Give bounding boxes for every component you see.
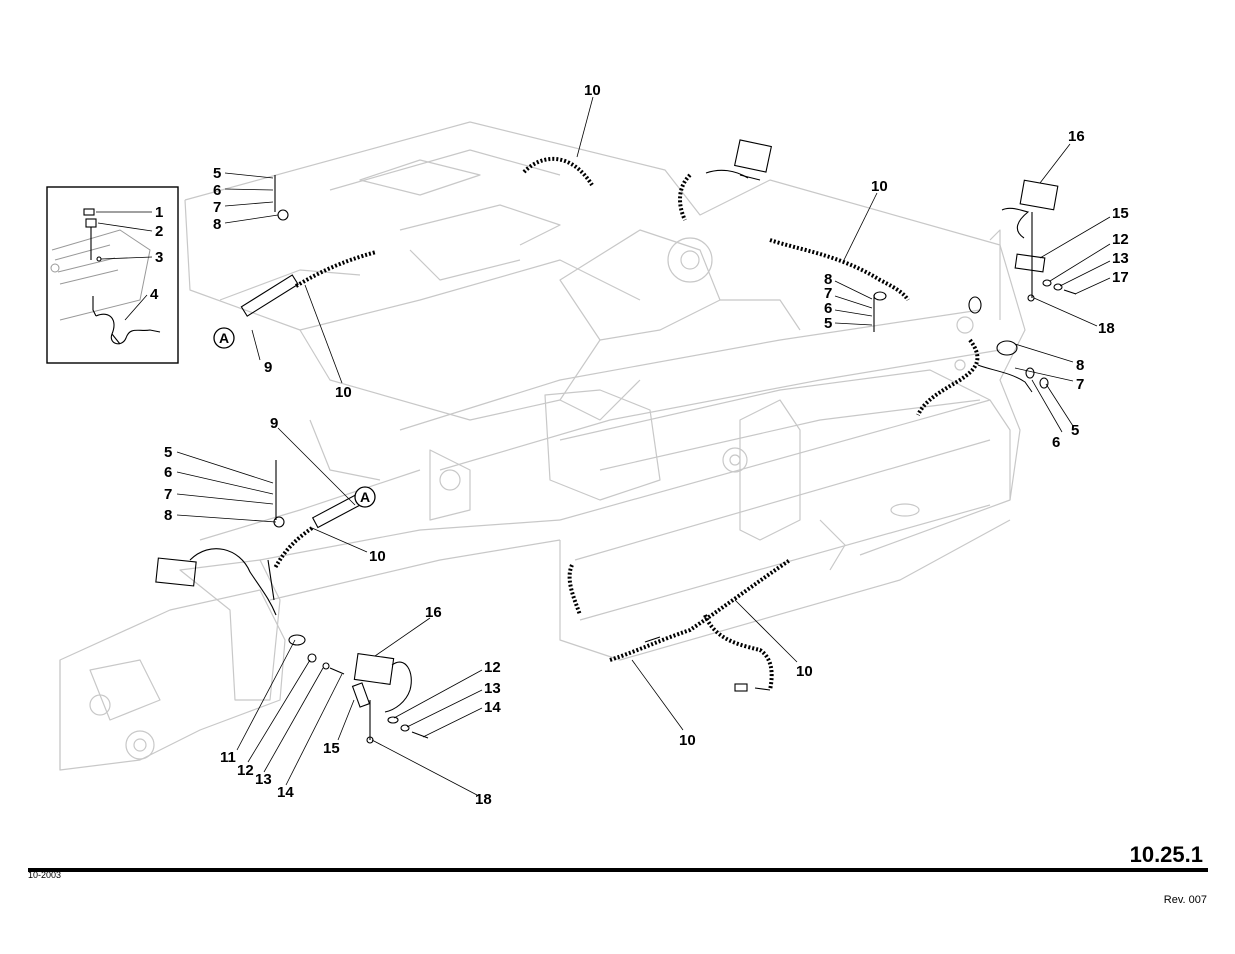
- top-right-assembly: 16 15 12 13 17 18 8 7 6 5: [916, 128, 1129, 451]
- callout-ll-6: 6: [164, 464, 172, 481]
- revision-label: Rev. 007: [1163, 894, 1207, 906]
- callout-2: 2: [155, 223, 163, 240]
- callout-1: 1: [155, 204, 163, 221]
- callout-tl-6: 6: [213, 182, 221, 199]
- bottom-light-assembly: 16 12 13 14 11 12 13 14 15 18: [220, 604, 501, 808]
- callout-bl-11: 11: [220, 749, 236, 766]
- callout-tr-18: 18: [1098, 320, 1115, 337]
- callout-top-10: 10: [584, 82, 601, 99]
- callout-tl-8: 8: [213, 216, 221, 233]
- machine-frame-outline: [59, 121, 1026, 771]
- callout-bl-15: 15: [323, 740, 340, 757]
- callout-tl-9: 9: [264, 359, 272, 376]
- detail-marker-a-bottom: A: [360, 489, 370, 505]
- callout-bl-14: 14: [484, 699, 501, 716]
- callout-ll-9: 9: [270, 415, 278, 432]
- callout-mid-8: 8: [824, 271, 832, 288]
- page-number: 10.25.1: [1129, 842, 1203, 867]
- callout-r-8: 8: [1076, 357, 1084, 374]
- callout-tr-12: 12: [1112, 231, 1129, 248]
- callout-bl-13b: 13: [255, 771, 272, 788]
- lower-left-assembly: A 9 5 6 7 8 10: [155, 415, 386, 675]
- callout-bc-10b: 10: [679, 732, 696, 749]
- callout-bl-16: 16: [425, 604, 442, 621]
- bottom-center-harness: 10 10: [567, 558, 813, 749]
- callout-ll-7: 7: [164, 486, 172, 503]
- callout-tr-17: 17: [1112, 269, 1129, 286]
- callout-mid-10: 10: [871, 178, 888, 195]
- callout-tr-15: 15: [1112, 205, 1129, 222]
- callout-tl-10: 10: [335, 384, 352, 401]
- callout-bc-10a: 10: [796, 663, 813, 680]
- callout-r-5: 5: [1071, 422, 1079, 439]
- callout-ll-10: 10: [369, 548, 386, 565]
- callout-bl-12b: 12: [237, 762, 254, 779]
- callout-mid-6: 6: [824, 300, 832, 317]
- inset-detail: 1 2 3 4: [46, 186, 179, 364]
- detail-marker-a-top: A: [219, 330, 229, 346]
- callout-bl-18: 18: [475, 791, 492, 808]
- callout-ll-8: 8: [164, 507, 172, 524]
- callout-mid-5: 5: [824, 315, 832, 332]
- callout-ll-5: 5: [164, 444, 172, 461]
- callout-bl-13: 13: [484, 680, 501, 697]
- callout-mid-7: 7: [824, 285, 832, 302]
- callout-bl-14b: 14: [277, 784, 294, 801]
- callout-bl-12: 12: [484, 659, 501, 676]
- top-left-assembly: A 5 6 7 8 9 10: [213, 165, 377, 401]
- callout-r-7: 7: [1076, 376, 1084, 393]
- date-code: 10-2003: [28, 870, 62, 880]
- footer-divider: [28, 868, 1208, 872]
- callout-r-6: 6: [1052, 434, 1060, 451]
- callout-tr-13: 13: [1112, 250, 1129, 267]
- callout-4: 4: [150, 286, 159, 303]
- callout-tl-5: 5: [213, 165, 221, 182]
- callout-tl-7: 7: [213, 199, 221, 216]
- callout-tr-16: 16: [1068, 128, 1085, 145]
- callout-3: 3: [155, 249, 163, 266]
- top-center-assembly: 10 10 8 7 6 5: [522, 82, 910, 332]
